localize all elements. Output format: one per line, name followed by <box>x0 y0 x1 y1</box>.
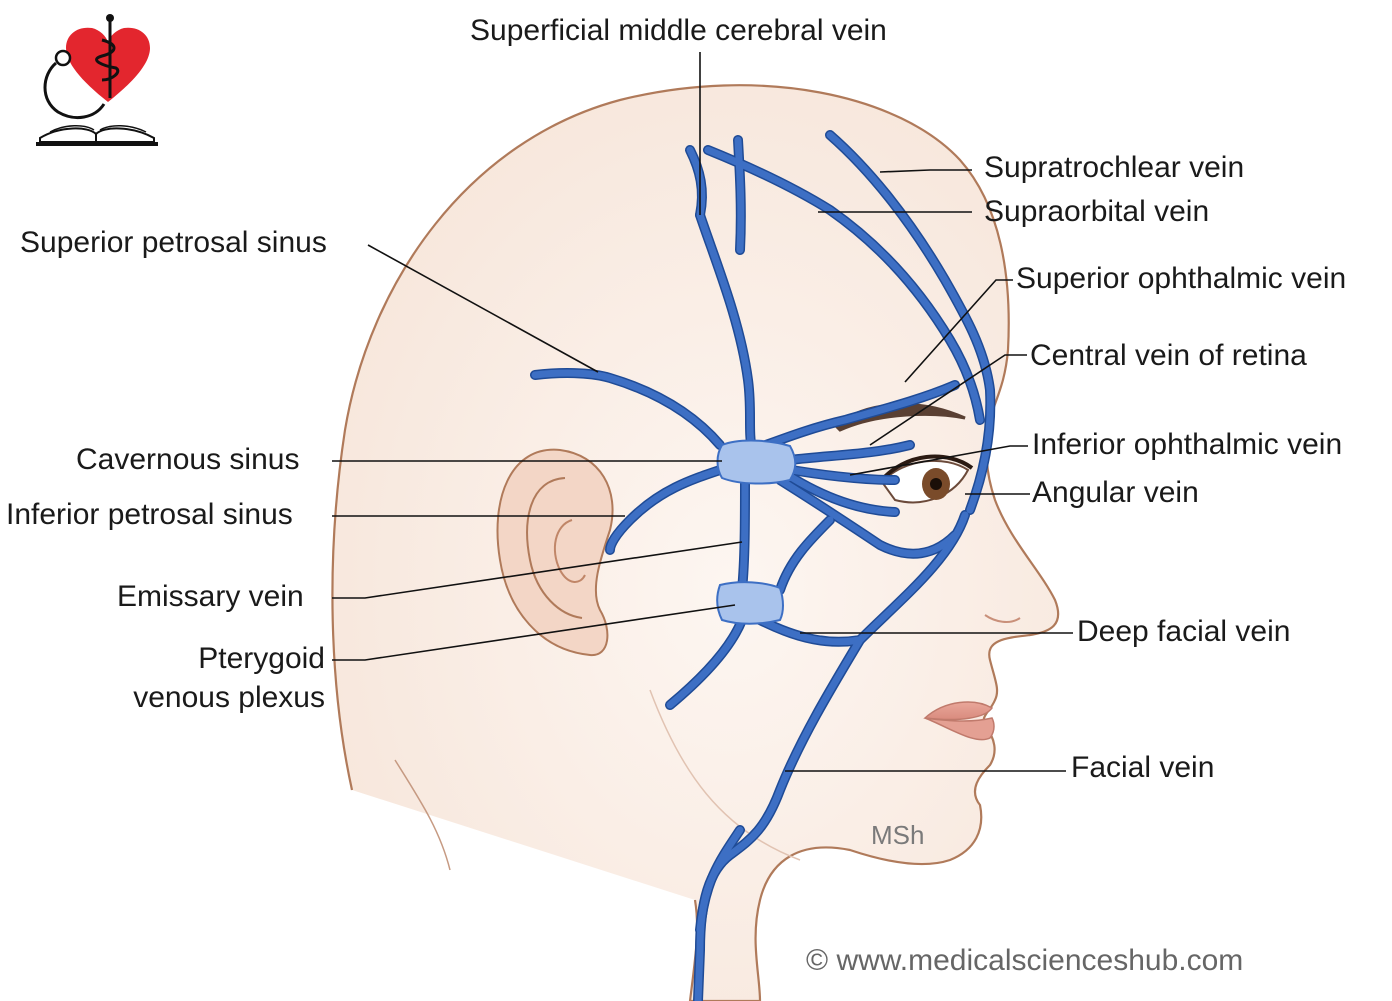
cavernous-sinus-shape <box>716 439 797 485</box>
label-superior-petrosal-sinus: Superior petrosal sinus <box>20 226 327 259</box>
label-central-vein-of-retina: Central vein of retina <box>1030 339 1307 372</box>
label-cavernous-sinus: Cavernous sinus <box>76 443 300 476</box>
vein-network <box>530 130 996 1001</box>
sinus-structures <box>716 439 797 625</box>
label-angular-vein: Angular vein <box>1032 476 1199 509</box>
label-superficial-middle-cerebral-vein: Superficial middle cerebral vein <box>470 14 887 47</box>
label-pterygoid-line2: venous plexus <box>133 681 325 714</box>
label-inferior-ophthalmic-vein: Inferior ophthalmic vein <box>1032 428 1343 461</box>
ear <box>496 448 614 657</box>
jaw-contour <box>649 689 801 861</box>
artist-signature: MSh <box>871 820 925 850</box>
copyright-notice: © www.medicalscienceshub.com <box>806 944 1244 977</box>
head-outline <box>331 84 1060 1001</box>
label-supratrochlear-vein: Supratrochlear vein <box>984 151 1245 184</box>
label-superior-ophthalmic-vein: Superior ophthalmic vein <box>1016 262 1347 295</box>
eye <box>878 454 974 504</box>
label-deep-facial-vein: Deep facial vein <box>1077 615 1291 648</box>
label-pterygoid-line1: Pterygoid <box>198 642 325 675</box>
label-supraorbital-vein: Supraorbital vein <box>984 195 1210 228</box>
pterygoid-plexus-shape <box>716 581 784 625</box>
label-emissary-vein: Emissary vein <box>117 580 304 613</box>
label-facial-vein: Facial vein <box>1071 751 1215 784</box>
label-inferior-petrosal-sinus: Inferior petrosal sinus <box>6 498 293 531</box>
lips <box>923 701 995 741</box>
nostril <box>984 614 1021 623</box>
neck-contour <box>394 759 451 871</box>
heart-stethoscope-book-icon <box>36 14 158 146</box>
leader-lines <box>332 52 1073 772</box>
